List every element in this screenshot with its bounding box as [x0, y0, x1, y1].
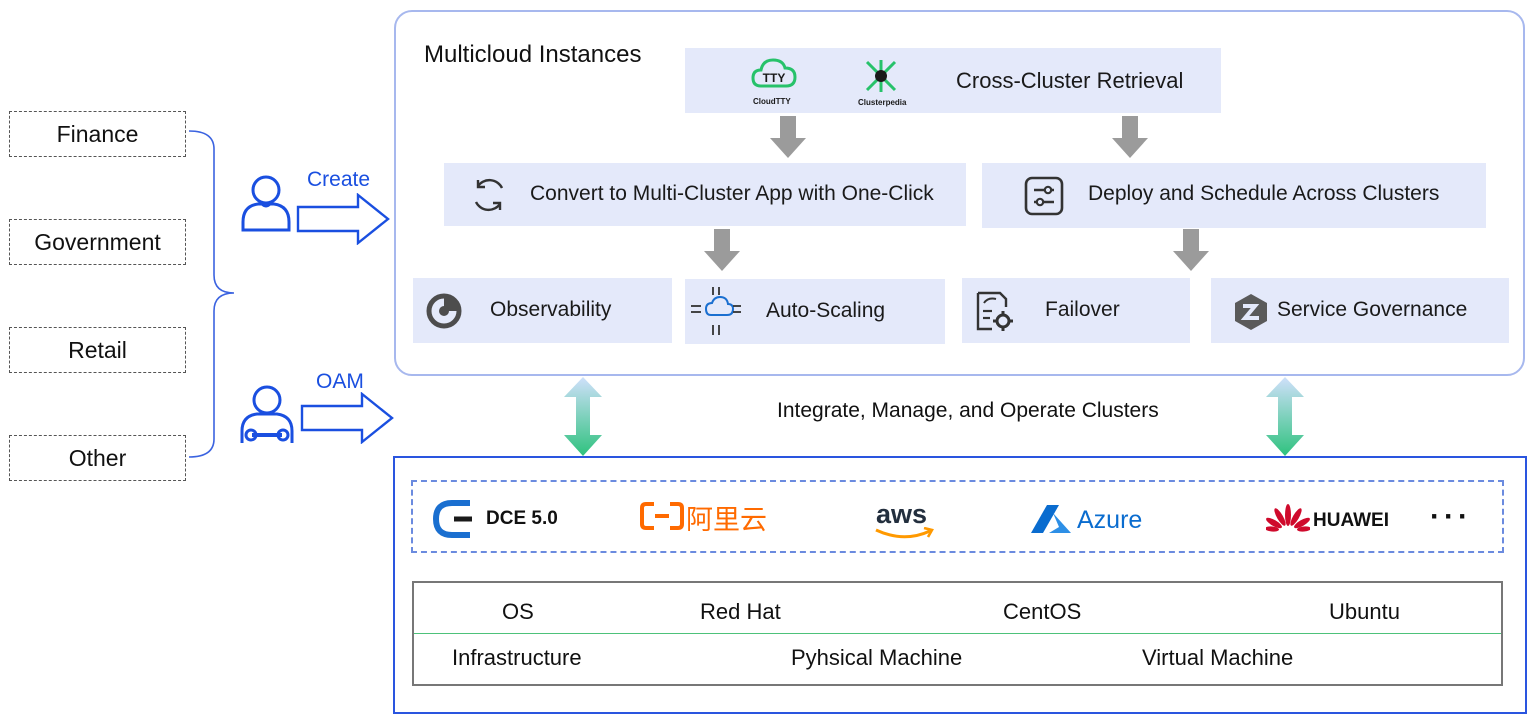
arrow-down-retrieval-deploy — [1112, 116, 1148, 158]
user-icon — [241, 175, 291, 232]
arrow-down-convert-autoscaling — [704, 229, 740, 271]
table-divider — [414, 633, 1501, 634]
industry-finance: Finance — [9, 111, 186, 157]
arrow-down-deploy-failover — [1173, 229, 1209, 271]
svg-text:TTY: TTY — [763, 71, 786, 85]
vendor-logos-row — [411, 480, 1504, 553]
vendor-aliyun: 阿里云 — [686, 505, 767, 536]
convert-sync-icon — [474, 178, 504, 212]
oam-arrow — [300, 392, 394, 444]
cloudtty-label: CloudTTY — [753, 97, 791, 106]
industry-bracket — [188, 130, 235, 458]
observability-icon — [426, 293, 462, 329]
arrow-down-retrieval-convert — [770, 116, 806, 158]
os-ubuntu: Ubuntu — [1329, 599, 1400, 624]
aliyun-logo-icon — [640, 502, 684, 530]
auto-scaling-box: Auto-Scaling — [685, 279, 945, 344]
failover-icon — [976, 291, 1013, 331]
dce-logo-icon — [432, 500, 472, 538]
service-governance-box: Service Governance — [1211, 278, 1509, 343]
industry-other: Other — [9, 435, 186, 481]
connector-arrow-right — [1266, 377, 1304, 456]
feature-label-observability: Observability — [490, 298, 612, 321]
integrate-label: Integrate, Manage, and Operate Clusters — [777, 399, 1159, 422]
industry-government: Government — [9, 219, 186, 265]
infra-virtual-machine: Virtual Machine — [1142, 645, 1294, 670]
huawei-logo-icon — [1266, 504, 1310, 532]
vendor-more: ··· — [1430, 500, 1472, 533]
azure-logo-icon — [1031, 505, 1071, 533]
vendor-aws: aws — [876, 499, 928, 529]
os-centos: CentOS — [1003, 599, 1082, 624]
convert-multi-cluster-box: Convert to Multi-Cluster App with One-Cl… — [444, 163, 966, 226]
cloudtty-icon: TTY — [751, 58, 797, 88]
vendor-azure: Azure — [1077, 506, 1143, 534]
clusterpedia-label: Clusterpedia — [858, 98, 907, 107]
create-label: Create — [307, 168, 371, 191]
connector-arrow-left — [564, 377, 602, 456]
feature-label-failover: Failover — [1045, 298, 1120, 321]
cross-cluster-retrieval-label: Cross-Cluster Retrieval — [956, 68, 1184, 93]
failover-box: Failover — [962, 278, 1190, 343]
operator-icon — [240, 385, 294, 443]
vendor-huawei: HUAWEI — [1313, 510, 1389, 531]
auto-scaling-icon — [691, 287, 741, 335]
observability-box: Observability — [413, 278, 672, 343]
create-arrow — [296, 193, 390, 245]
clusterpedia-icon — [865, 60, 897, 92]
deploy-label: Deploy and Schedule Across Clusters — [1088, 182, 1440, 205]
deploy-settings-icon — [1024, 176, 1064, 216]
infra-physical-machine: Pyhsical Machine — [791, 645, 963, 670]
os-redhat: Red Hat — [700, 599, 781, 624]
multicloud-title: Multicloud Instances — [424, 41, 642, 68]
cross-cluster-retrieval-box: TTY CloudTTY Clusterpedia Cross-Cluster … — [685, 48, 1221, 113]
feature-label-auto-scaling: Auto-Scaling — [766, 299, 886, 322]
convert-label: Convert to Multi-Cluster App with One-Cl… — [530, 182, 934, 205]
vendor-dce: DCE 5.0 — [486, 508, 558, 529]
industry-retail: Retail — [9, 327, 186, 373]
infrastructure-header: Infrastructure — [452, 645, 582, 670]
service-governance-icon — [1235, 294, 1267, 330]
deploy-schedule-box: Deploy and Schedule Across Clusters — [982, 163, 1486, 228]
feature-label-service-governance: Service Governance — [1277, 298, 1468, 321]
aws-smile-icon — [875, 527, 934, 539]
oam-label: OAM — [316, 370, 364, 393]
os-header: OS — [502, 599, 534, 624]
